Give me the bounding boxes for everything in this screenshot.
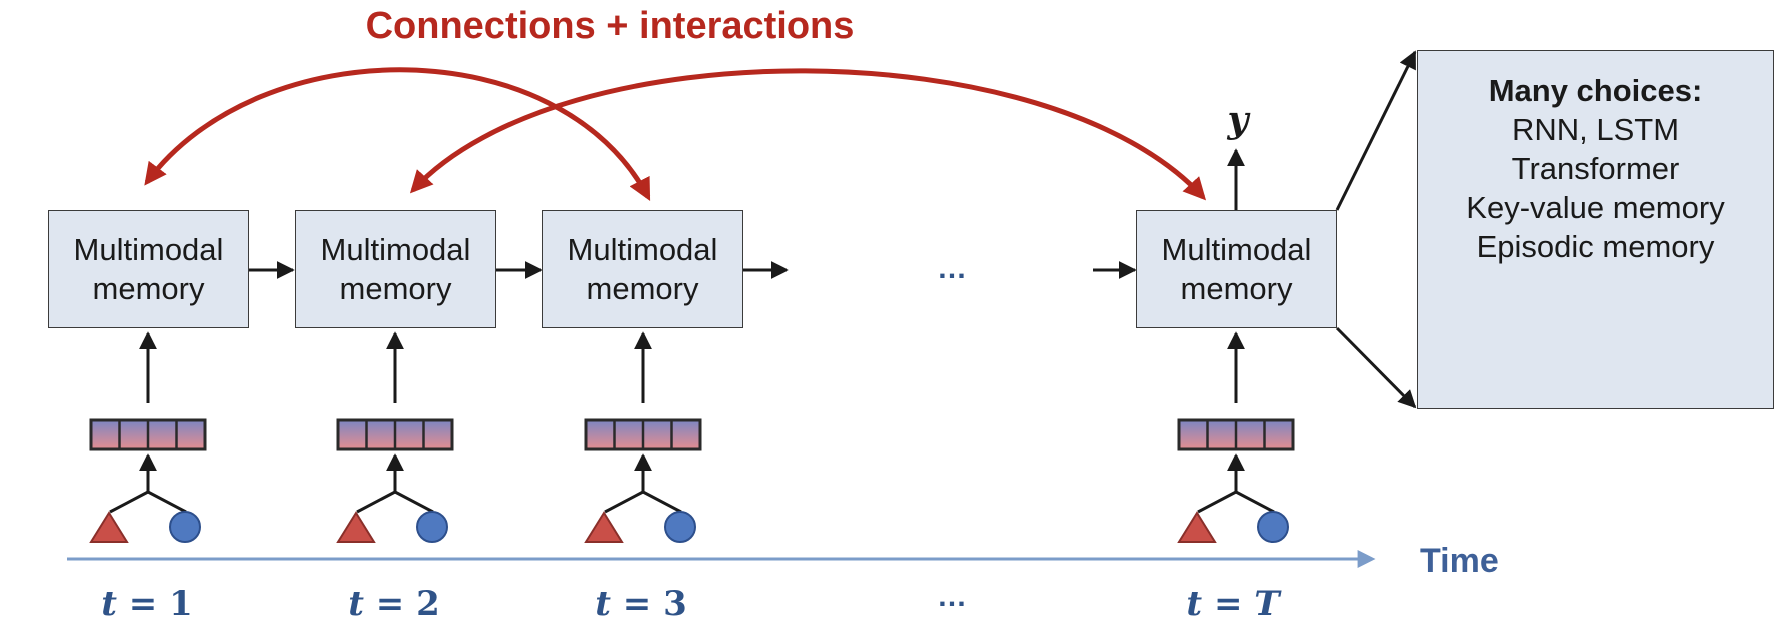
branch-line: [1235, 490, 1275, 514]
time-step-label-1: t = 1: [101, 584, 193, 624]
output-label: y: [1227, 99, 1249, 141]
circle-modality-icon: [416, 511, 448, 543]
choice-item: Episodic memory: [1476, 229, 1715, 264]
time-step-label-2: t = 2: [348, 584, 440, 624]
diagram-title: Connections + interactions: [365, 5, 855, 47]
choice-item: Key-value memory: [1466, 190, 1725, 225]
branch-line: [642, 490, 682, 514]
time-step-label-3: t = 3: [595, 584, 687, 624]
branch-line: [394, 490, 434, 514]
ellipsis-middle: …: [937, 252, 967, 285]
branch-line: [109, 490, 149, 514]
choice-item: Transformer: [1511, 151, 1680, 186]
branch-line: [356, 490, 396, 514]
branch-line: [147, 490, 187, 514]
choices-heading: Many choices:: [1488, 73, 1703, 108]
interaction-arrow-1-3: [144, 67, 651, 201]
model-choices-panel: Many choices: RNN, LSTM Transformer Key-…: [1417, 50, 1774, 409]
branch-line: [1197, 490, 1237, 514]
interaction-arrow-2-T: [409, 68, 1207, 201]
triangle-modality-icon: [89, 511, 129, 543]
time-step-label-T: t = T: [1186, 584, 1280, 624]
triangle-modality-icon: [336, 511, 376, 543]
circle-modality-icon: [169, 511, 201, 543]
triangle-modality-icon: [584, 511, 624, 543]
time-axis-label: Time: [1420, 542, 1499, 580]
choice-item: RNN, LSTM: [1511, 112, 1680, 147]
circle-modality-icon: [664, 511, 696, 543]
branch-line: [604, 490, 644, 514]
ellipsis-time: …: [937, 580, 967, 613]
triangle-modality-icon: [1177, 511, 1217, 543]
zoom-line-top: [1335, 50, 1417, 211]
zoom-line-bottom: [1335, 326, 1417, 409]
circle-modality-icon: [1257, 511, 1289, 543]
